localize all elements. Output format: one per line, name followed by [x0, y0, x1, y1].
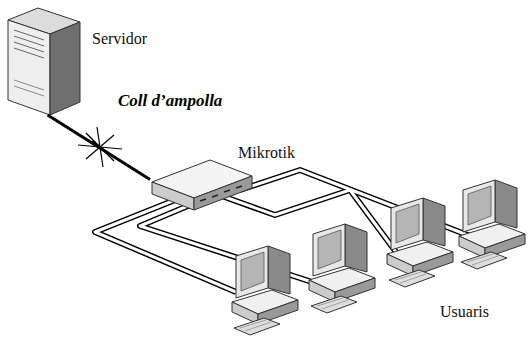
pc-icon — [459, 180, 525, 269]
pc-icon — [309, 224, 375, 313]
server-node: Servidor — [8, 8, 80, 115]
group-label: Usuaris — [440, 303, 489, 321]
device-name: Servidor — [92, 30, 147, 48]
network-link — [48, 115, 150, 180]
pc-icon — [232, 246, 298, 335]
pc-icon — [387, 198, 453, 287]
bottleneck-label: Coll d’ampolla — [118, 91, 222, 111]
router-icon — [152, 160, 252, 210]
router-node: Mikrotik — [150, 158, 254, 212]
server-icon — [8, 8, 80, 115]
device-name: Mikrotik — [238, 144, 295, 162]
